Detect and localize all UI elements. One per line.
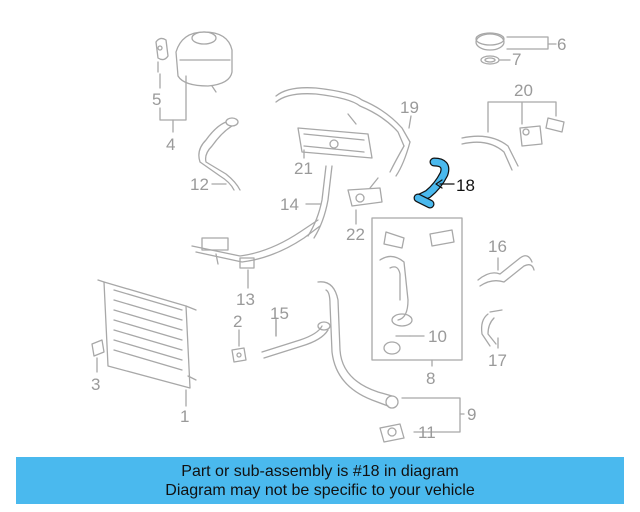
leader-line-6 — [506, 36, 549, 50]
callout-label-7: 7 — [512, 50, 521, 69]
banner-line-part-number: Part or sub-assembly is #18 in diagram — [181, 463, 459, 480]
callout-label-12: 12 — [190, 175, 209, 194]
callout-label-2: 2 — [233, 312, 242, 331]
callout-label-15: 15 — [270, 304, 289, 323]
callout-label-22: 22 — [346, 225, 365, 244]
thermostat-housing-part — [461, 117, 565, 171]
callout-label-10: 10 — [428, 327, 447, 346]
assembly-8-box — [371, 217, 463, 361]
coolant-reservoir-part — [175, 31, 233, 93]
highlighted-hose-18-part — [413, 157, 450, 209]
leader-line-19 — [408, 115, 412, 129]
callout-label-21: 21 — [294, 159, 313, 178]
leader-line-4-5 — [159, 75, 187, 121]
leader-line-20 — [487, 101, 557, 133]
pipe-harness-13-part — [191, 219, 321, 269]
callout-label-8: 8 — [426, 369, 435, 388]
callout-label-20: 20 — [514, 81, 533, 100]
callout-label-13: 13 — [236, 290, 255, 309]
hose-17-part — [480, 309, 503, 347]
callout-label-11: 11 — [418, 423, 436, 442]
banner-line-disclaimer: Diagram may not be specific to your vehi… — [165, 482, 475, 499]
hose-16-part — [477, 255, 535, 287]
reservoir-bracket-part — [155, 37, 169, 73]
callout-label-1: 1 — [180, 407, 189, 426]
upper-hose-part — [275, 87, 411, 177]
lower-hose-part — [317, 281, 405, 443]
hose-12-part — [198, 117, 241, 191]
leader-line-9 — [401, 397, 461, 433]
radiator-part — [97, 279, 197, 389]
callout-label-18: 18 — [456, 176, 475, 195]
callout-label-3: 3 — [91, 375, 100, 394]
callout-label-5: 5 — [152, 90, 161, 109]
callout-label-14: 14 — [280, 195, 299, 214]
callout-label-6: 6 — [557, 35, 566, 54]
hose-15-part — [261, 317, 331, 359]
parts-diagram: 1 2 3 4 5 6 7 8 9 10 11 12 13 14 15 16 1… — [91, 31, 566, 443]
bracket-3-part — [91, 339, 105, 357]
assembly-8-parts — [379, 229, 455, 355]
cap-part — [475, 32, 505, 65]
flange-22-part — [347, 177, 383, 207]
callout-label-17: 17 — [488, 351, 507, 370]
pipe-14-part — [307, 165, 333, 239]
info-banner: Part or sub-assembly is #18 in diagram D… — [16, 457, 624, 504]
coolant-pipe-assembly-part — [297, 113, 373, 159]
callout-label-19: 19 — [400, 98, 419, 117]
callout-label-16: 16 — [488, 237, 507, 256]
callout-label-4: 4 — [166, 135, 175, 154]
clip-2-part — [231, 347, 247, 363]
leader-arrow-18 — [435, 179, 443, 189]
callout-label-9: 9 — [467, 405, 476, 424]
